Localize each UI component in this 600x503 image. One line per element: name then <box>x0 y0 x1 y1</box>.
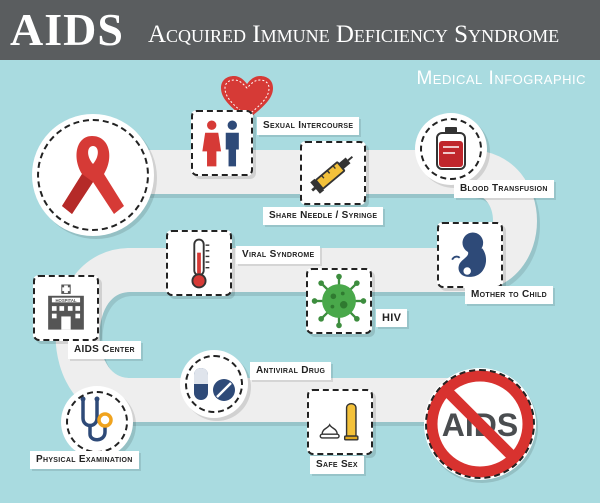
no-aids-icon: AIDS <box>424 368 538 483</box>
page-title: AIDS <box>10 4 124 55</box>
sexual-intercourse-box <box>191 110 253 176</box>
mother-to-child-box <box>437 222 503 288</box>
condom-icon <box>319 402 359 441</box>
antiviral-drug-badge <box>180 350 248 418</box>
thermometer-icon <box>191 238 210 289</box>
safe-sex-box <box>307 389 373 455</box>
virus-icon <box>311 273 367 329</box>
page-subtitle: Acquired Immune Deficiency Syndrome <box>148 21 560 48</box>
blood-transfusion-label: Blood Transfusion <box>454 180 554 198</box>
no-aids-badge: AIDS <box>420 364 540 484</box>
couple-icon <box>202 120 239 167</box>
hiv-label: HIV <box>376 309 408 327</box>
heart-icon <box>221 76 273 120</box>
stethoscope-icon <box>80 396 113 442</box>
blood-transfusion-badge <box>415 113 487 185</box>
aids-center-box: HOSPITAL <box>33 275 99 341</box>
pills-icon <box>194 368 235 401</box>
blood-bag-icon <box>436 127 466 170</box>
sexual-intercourse-label: Sexual Intercourse <box>257 117 360 135</box>
aids-center-label: AIDS Center <box>68 341 141 359</box>
hiv-box <box>306 268 372 334</box>
infographic-tagline: Medical Infographic <box>416 68 586 89</box>
share-needle-box <box>300 141 366 205</box>
no-aids-text: AIDS <box>442 407 518 443</box>
header-bar: AIDS Acquired Immune Deficiency Syndrome <box>0 0 600 60</box>
viral-syndrome-label: Viral Syndrome <box>236 246 321 264</box>
viral-syndrome-box <box>166 230 232 296</box>
physical-examination-badge <box>61 386 133 458</box>
physical-examination-label: Physical Examination <box>30 451 139 469</box>
red-ribbon-icon <box>62 136 124 214</box>
red-ribbon-badge <box>32 114 154 236</box>
antiviral-drug-label: Antiviral Drug <box>250 362 332 380</box>
hospital-icon: HOSPITAL <box>48 284 84 330</box>
fetus-icon <box>451 232 487 277</box>
share-needle-label: Share Needle / Syringe <box>263 207 384 225</box>
mother-to-child-label: Mother to Child <box>465 286 554 304</box>
hospital-sign-text: HOSPITAL <box>55 298 76 303</box>
syringe-icon <box>310 156 353 194</box>
safe-sex-label: Safe Sex <box>310 456 364 474</box>
